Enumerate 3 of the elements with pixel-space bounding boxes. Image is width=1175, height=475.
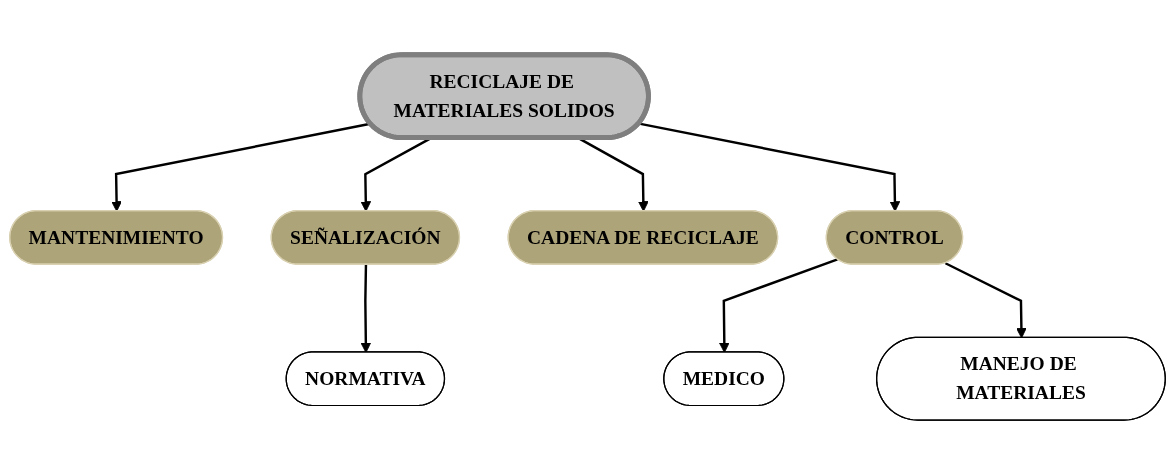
arrow xyxy=(944,262,1027,339)
arrow xyxy=(111,122,371,212)
arrow xyxy=(638,122,901,212)
